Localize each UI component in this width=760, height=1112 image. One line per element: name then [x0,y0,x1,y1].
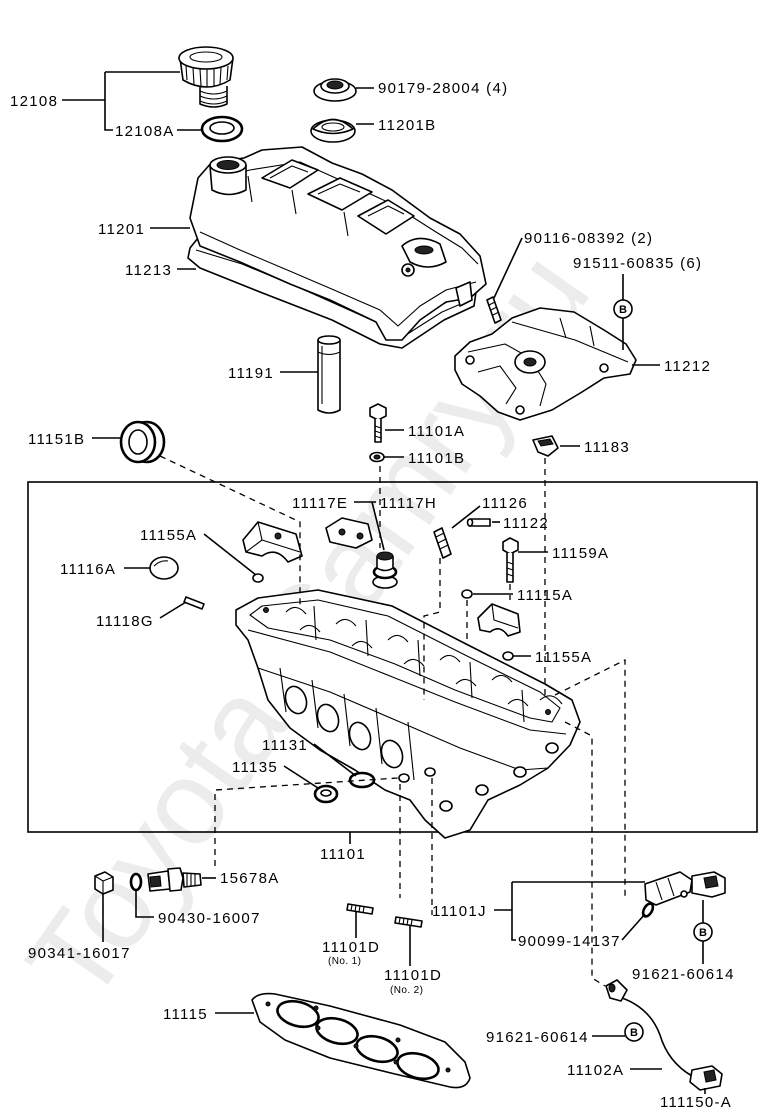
cylinder-head-subassembly-frame [27,481,758,833]
cylinder-head-plate [325,517,373,549]
callout-11115: 11115 [163,1006,208,1023]
callout-11122: 11122 [503,515,549,532]
callout-91511-60835: 91511-60835 (6) [573,255,702,272]
gasket-ring [461,589,473,599]
cover-grommet [313,78,357,102]
callout-11118g: 11118G [96,613,154,630]
callout-11201: 11201 [98,221,145,238]
callout-11115a: 11115A [517,587,573,604]
cylinder-head-spring [433,527,452,559]
callout-11212: 11212 [664,358,711,375]
svg-text:B: B [699,927,707,939]
timing-cover-upper [454,307,637,421]
callout-11191: 11191 [228,365,274,382]
callout-11102a: 11102A [567,1062,624,1079]
cap-nut-lower [502,651,514,661]
callout-11101d-no1: 11101D [322,939,380,956]
camshaft-bearing-cap-lower [477,603,521,637]
valve-cover [189,146,487,341]
pin [466,518,491,527]
callout-11101a: 11101A [408,423,465,440]
callout-91621-60614-right: 91621-60614 [632,966,735,983]
cylinder-head [235,589,581,839]
callout-90430-16007: 90430-16007 [158,910,261,927]
stud-no2 [394,916,423,928]
camshaft-oil-seal [119,420,166,464]
callout-labels: 12108 12108A 90179-28004 (4) 11201B 1120… [10,80,735,1111]
cap-bolt [502,537,519,583]
cap-nut [252,573,264,583]
callout-90341-16017: 90341-16017 [28,945,131,962]
callout-11101d-no2: 11101D [384,967,442,984]
straight-pin [183,596,205,610]
callout-15678a: 15678A [220,870,280,887]
callout-11151b: 11151B [28,431,85,448]
callout-11201b: 11201B [378,117,436,134]
callout-11101: 11101 [320,846,366,863]
cover-stud [486,296,502,324]
cylinder-head-gasket [251,992,471,1089]
callout-11155a-lower: 11155A [535,649,592,666]
callout-11155a-upper: 11155A [140,527,197,544]
crank-position-sensor [605,979,723,1091]
callout-11213: 11213 [125,262,172,279]
drain-plug [94,871,114,895]
callout-12108a: 12108A [115,123,175,140]
marker-b-lower: B [624,1022,644,1042]
head-bolt [369,403,387,443]
marker-b: B [613,299,633,319]
head-bolt-washer [369,451,385,463]
callout-111150-a: 111150-A [660,1094,732,1111]
plug-tube-seal [310,118,356,143]
o-ring [641,902,655,918]
callout-11117e: 11117E [292,495,348,512]
callout-90099-14137: 90099-14137 [518,933,621,950]
callout-11101b: 11101B [408,450,465,467]
callout-11126: 11126 [482,495,528,512]
camshaft-cap-plug [532,435,559,457]
seal-ring-thick [313,784,339,804]
stud-no1 [346,903,374,915]
leader-lines [62,71,706,1094]
svg-text:B: B [630,1027,638,1039]
note-no2: (No. 2) [390,985,423,996]
callout-11135: 11135 [232,759,278,776]
note-no1: (No. 1) [328,956,361,967]
callout-11131: 11131 [262,737,308,754]
svg-text:B: B [619,304,627,316]
callout-12108: 12108 [10,93,58,110]
cam-position-sensor [644,871,726,906]
temperature-sensor [147,867,202,892]
marker-b-right: B [693,922,713,942]
camshaft-bearing-cap [242,521,303,563]
callout-90179-28004: 90179-28004 (4) [378,80,508,97]
head-plug [149,556,179,580]
spark-plug-tube [317,335,341,414]
callout-11159a: 11159A [552,545,609,562]
gasket-washer [129,872,143,892]
dashed-guide-lines [159,455,626,987]
callout-91621-60614-lower: 91621-60614 [486,1029,589,1046]
filler-cap-gasket [200,115,244,143]
head-plug-with-washer [372,551,398,589]
callout-11117h: 11117H [380,495,437,512]
callout-90116-08392: 90116-08392 (2) [524,230,653,247]
callout-11183: 11183 [584,439,630,456]
callout-11101j: 11101J [432,903,487,920]
callout-11116a: 11116A [60,561,116,578]
oil-filler-cap [178,46,234,108]
